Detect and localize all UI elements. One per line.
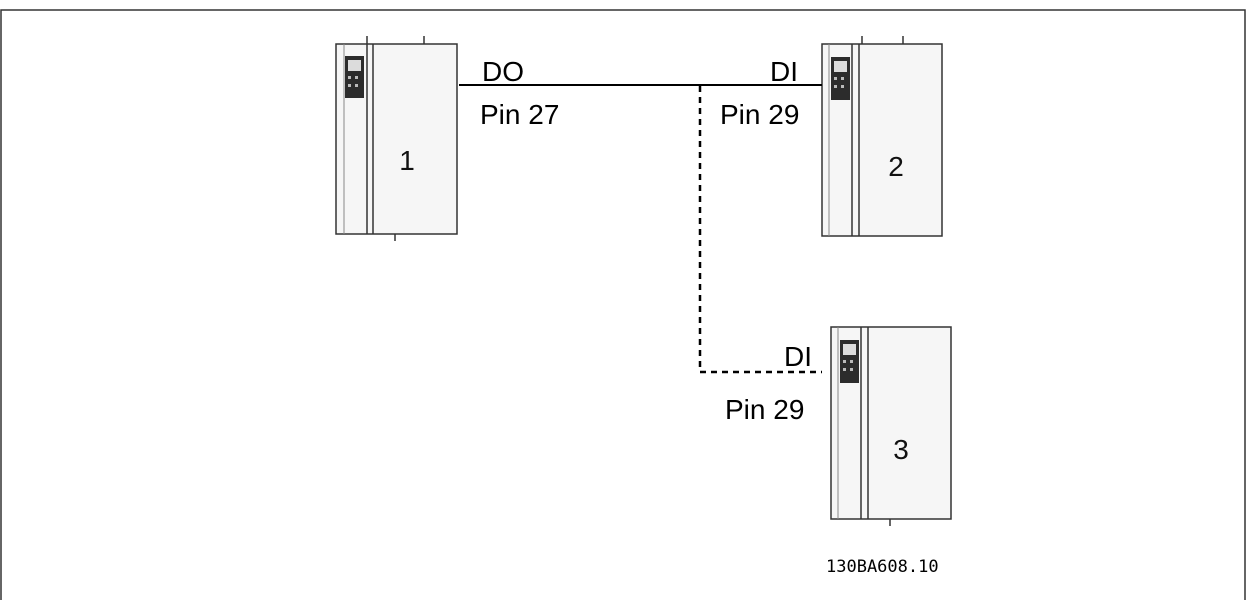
figure-code: 130BA608.10 [826,557,939,577]
drive-3: 3 [830,326,952,526]
di-signal-label-drive-3: DI [784,341,812,372]
do-signal-label: DO [482,56,524,87]
di-pin-label-drive-3: Pin 29 [725,394,805,425]
signal-line-branch-dashed [698,86,822,374]
drive-1-number: 1 [399,145,415,176]
di-pin-label-drive-2: Pin 29 [720,99,800,130]
drive-1-display [348,60,361,71]
drive-1: 1 [335,36,458,241]
drive-2-display [834,61,847,72]
do-pin-label: Pin 27 [480,99,560,130]
drive-2-body [821,43,943,237]
figure-frame [0,9,1246,600]
drive-2-number: 2 [888,151,904,182]
drive-3-display [843,344,856,355]
drive-2: 2 [821,36,943,237]
di-signal-label-drive-2: DI [770,56,798,87]
drive-3-number: 3 [893,434,909,465]
